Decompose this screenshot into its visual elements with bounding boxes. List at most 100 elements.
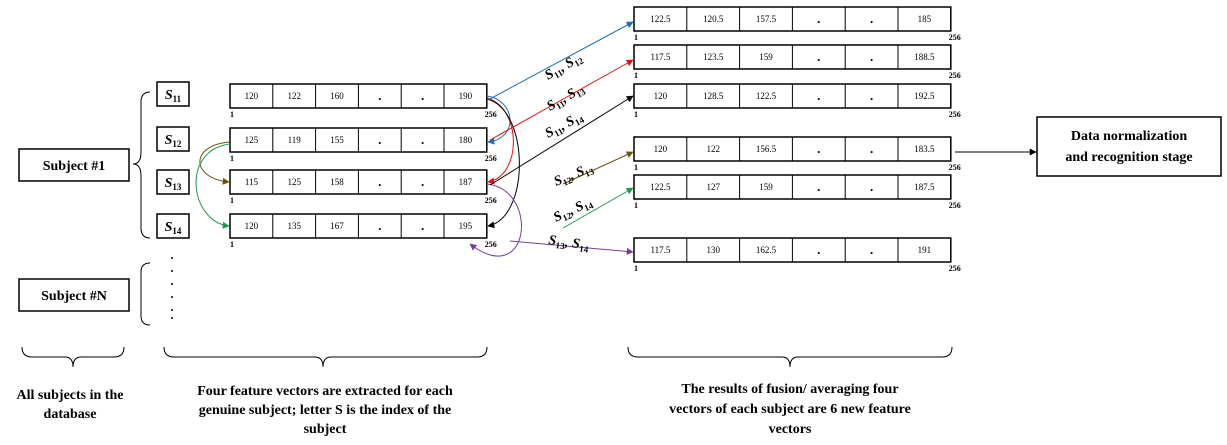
vector-cell: 185 bbox=[918, 14, 932, 24]
vector-cell: . bbox=[421, 132, 424, 147]
vector-cell: . bbox=[870, 11, 873, 26]
caption-left-line-1: All subjects in the bbox=[17, 388, 124, 403]
vector-cell: 120 bbox=[245, 221, 259, 231]
pair-label-12-13: S12, S13 bbox=[552, 160, 596, 190]
s-label-letter: S bbox=[165, 88, 173, 103]
recognition-stage-line-1: Data normalization bbox=[1071, 129, 1187, 144]
vector-cell: 120 bbox=[245, 91, 259, 101]
s-label-text: S13 bbox=[165, 176, 182, 192]
ellipsis-dot bbox=[171, 257, 173, 259]
vector-cell: . bbox=[378, 174, 381, 189]
vector-cell: 157.5 bbox=[756, 14, 777, 24]
vector-cell: 125 bbox=[245, 135, 259, 145]
vector-cell: 122.5 bbox=[650, 182, 671, 192]
pair-label-11-12: S11, S12 bbox=[543, 50, 586, 84]
vector-cell: 188.5 bbox=[914, 52, 935, 62]
vector-cell: 155 bbox=[330, 135, 344, 145]
s-label-text: S14 bbox=[165, 220, 182, 236]
vector-cell: . bbox=[817, 179, 820, 194]
fusion-arrow-s11-s12 bbox=[487, 21, 634, 101]
fusion-arrows bbox=[487, 21, 634, 255]
index-start: 1 bbox=[634, 264, 638, 273]
index-end: 256 bbox=[949, 33, 961, 42]
index-end: 256 bbox=[485, 110, 497, 119]
caption-left-line-2: database bbox=[44, 407, 97, 422]
vector-cell: . bbox=[378, 132, 381, 147]
s-label-box-13: S13 bbox=[156, 169, 190, 195]
subject-n-box: Subject #N bbox=[18, 278, 130, 312]
s-label-box-14: S14 bbox=[156, 213, 190, 239]
ellipsis-dot bbox=[171, 309, 173, 311]
vector-cell: . bbox=[817, 88, 820, 103]
pair-label-11-13: S11, S13 bbox=[545, 81, 588, 115]
arrow-s11-s14-loop bbox=[486, 98, 520, 229]
brace-subjects bbox=[21, 346, 125, 368]
vector-cell: . bbox=[378, 218, 381, 233]
vector-cell: 125 bbox=[287, 177, 301, 187]
index-end: 256 bbox=[485, 196, 497, 205]
ellipsis-dot bbox=[171, 296, 173, 298]
index-end: 256 bbox=[949, 110, 961, 119]
bottom-braces bbox=[21, 346, 953, 368]
ellipsis-dot bbox=[171, 270, 173, 272]
vector-cell: 162.5 bbox=[756, 245, 777, 255]
vector-cell: 183.5 bbox=[914, 144, 935, 154]
vector-cell: 158 bbox=[330, 177, 344, 187]
brace-fused-vectors bbox=[627, 346, 953, 368]
vector-cell: . bbox=[870, 88, 873, 103]
vector-cell: . bbox=[421, 174, 424, 189]
index-start: 1 bbox=[230, 110, 234, 119]
index-start: 1 bbox=[230, 196, 234, 205]
caption-middle: Four feature vectors are extracted for e… bbox=[197, 384, 453, 437]
brace-feature-vectors bbox=[163, 346, 488, 368]
vector-cell: 159 bbox=[759, 52, 773, 62]
s-label-frame bbox=[156, 213, 190, 239]
vector-cell: 127 bbox=[706, 182, 720, 192]
vector-cell: . bbox=[817, 242, 820, 257]
subject-n-brace bbox=[140, 262, 151, 326]
pair-subscript: 12 bbox=[561, 175, 574, 188]
vector-cell: 156.5 bbox=[756, 144, 777, 154]
arrow-s13-s14-loop bbox=[469, 183, 522, 257]
caption-middle-line-1: Four feature vectors are extracted for e… bbox=[197, 384, 453, 399]
s-label-text: S12 bbox=[165, 133, 182, 149]
index-end: 256 bbox=[949, 163, 961, 172]
s-label-frame bbox=[156, 169, 190, 195]
caption-right-line-1: The results of fusion/ averaging four bbox=[681, 382, 898, 397]
vector-cell: . bbox=[870, 179, 873, 194]
vector-cell: 135 bbox=[287, 221, 301, 231]
vector-cell: 120 bbox=[654, 91, 668, 101]
fusion-arrow-s12-s14 bbox=[562, 187, 634, 229]
index-end: 256 bbox=[485, 240, 497, 249]
s-label-letter: S bbox=[165, 176, 173, 191]
vertical-ellipsis bbox=[171, 257, 173, 319]
vector-cell: . bbox=[870, 49, 873, 64]
s-label-frame bbox=[156, 126, 190, 152]
vector-cell: 117.5 bbox=[650, 245, 670, 255]
vector-cell: 115 bbox=[245, 177, 259, 187]
index-start: 1 bbox=[634, 71, 638, 80]
recognition-stage-line-2: and recognition stage bbox=[1065, 150, 1192, 165]
s-label-subscript: 14 bbox=[172, 226, 182, 236]
index-end: 256 bbox=[485, 154, 497, 163]
vector-cell: 130 bbox=[706, 245, 720, 255]
index-end: 256 bbox=[949, 264, 961, 273]
caption-middle-line-3: subject bbox=[304, 422, 347, 437]
vector-cell: . bbox=[378, 88, 381, 103]
vector-cell: . bbox=[421, 88, 424, 103]
vector-cell: . bbox=[421, 218, 424, 233]
pair-label-13-14: S13, S14 bbox=[547, 233, 590, 255]
pair-letter: S bbox=[547, 233, 557, 249]
index-start: 1 bbox=[230, 154, 234, 163]
s-label-subscript: 11 bbox=[173, 94, 182, 104]
caption-left: All subjects in the database bbox=[17, 388, 124, 422]
